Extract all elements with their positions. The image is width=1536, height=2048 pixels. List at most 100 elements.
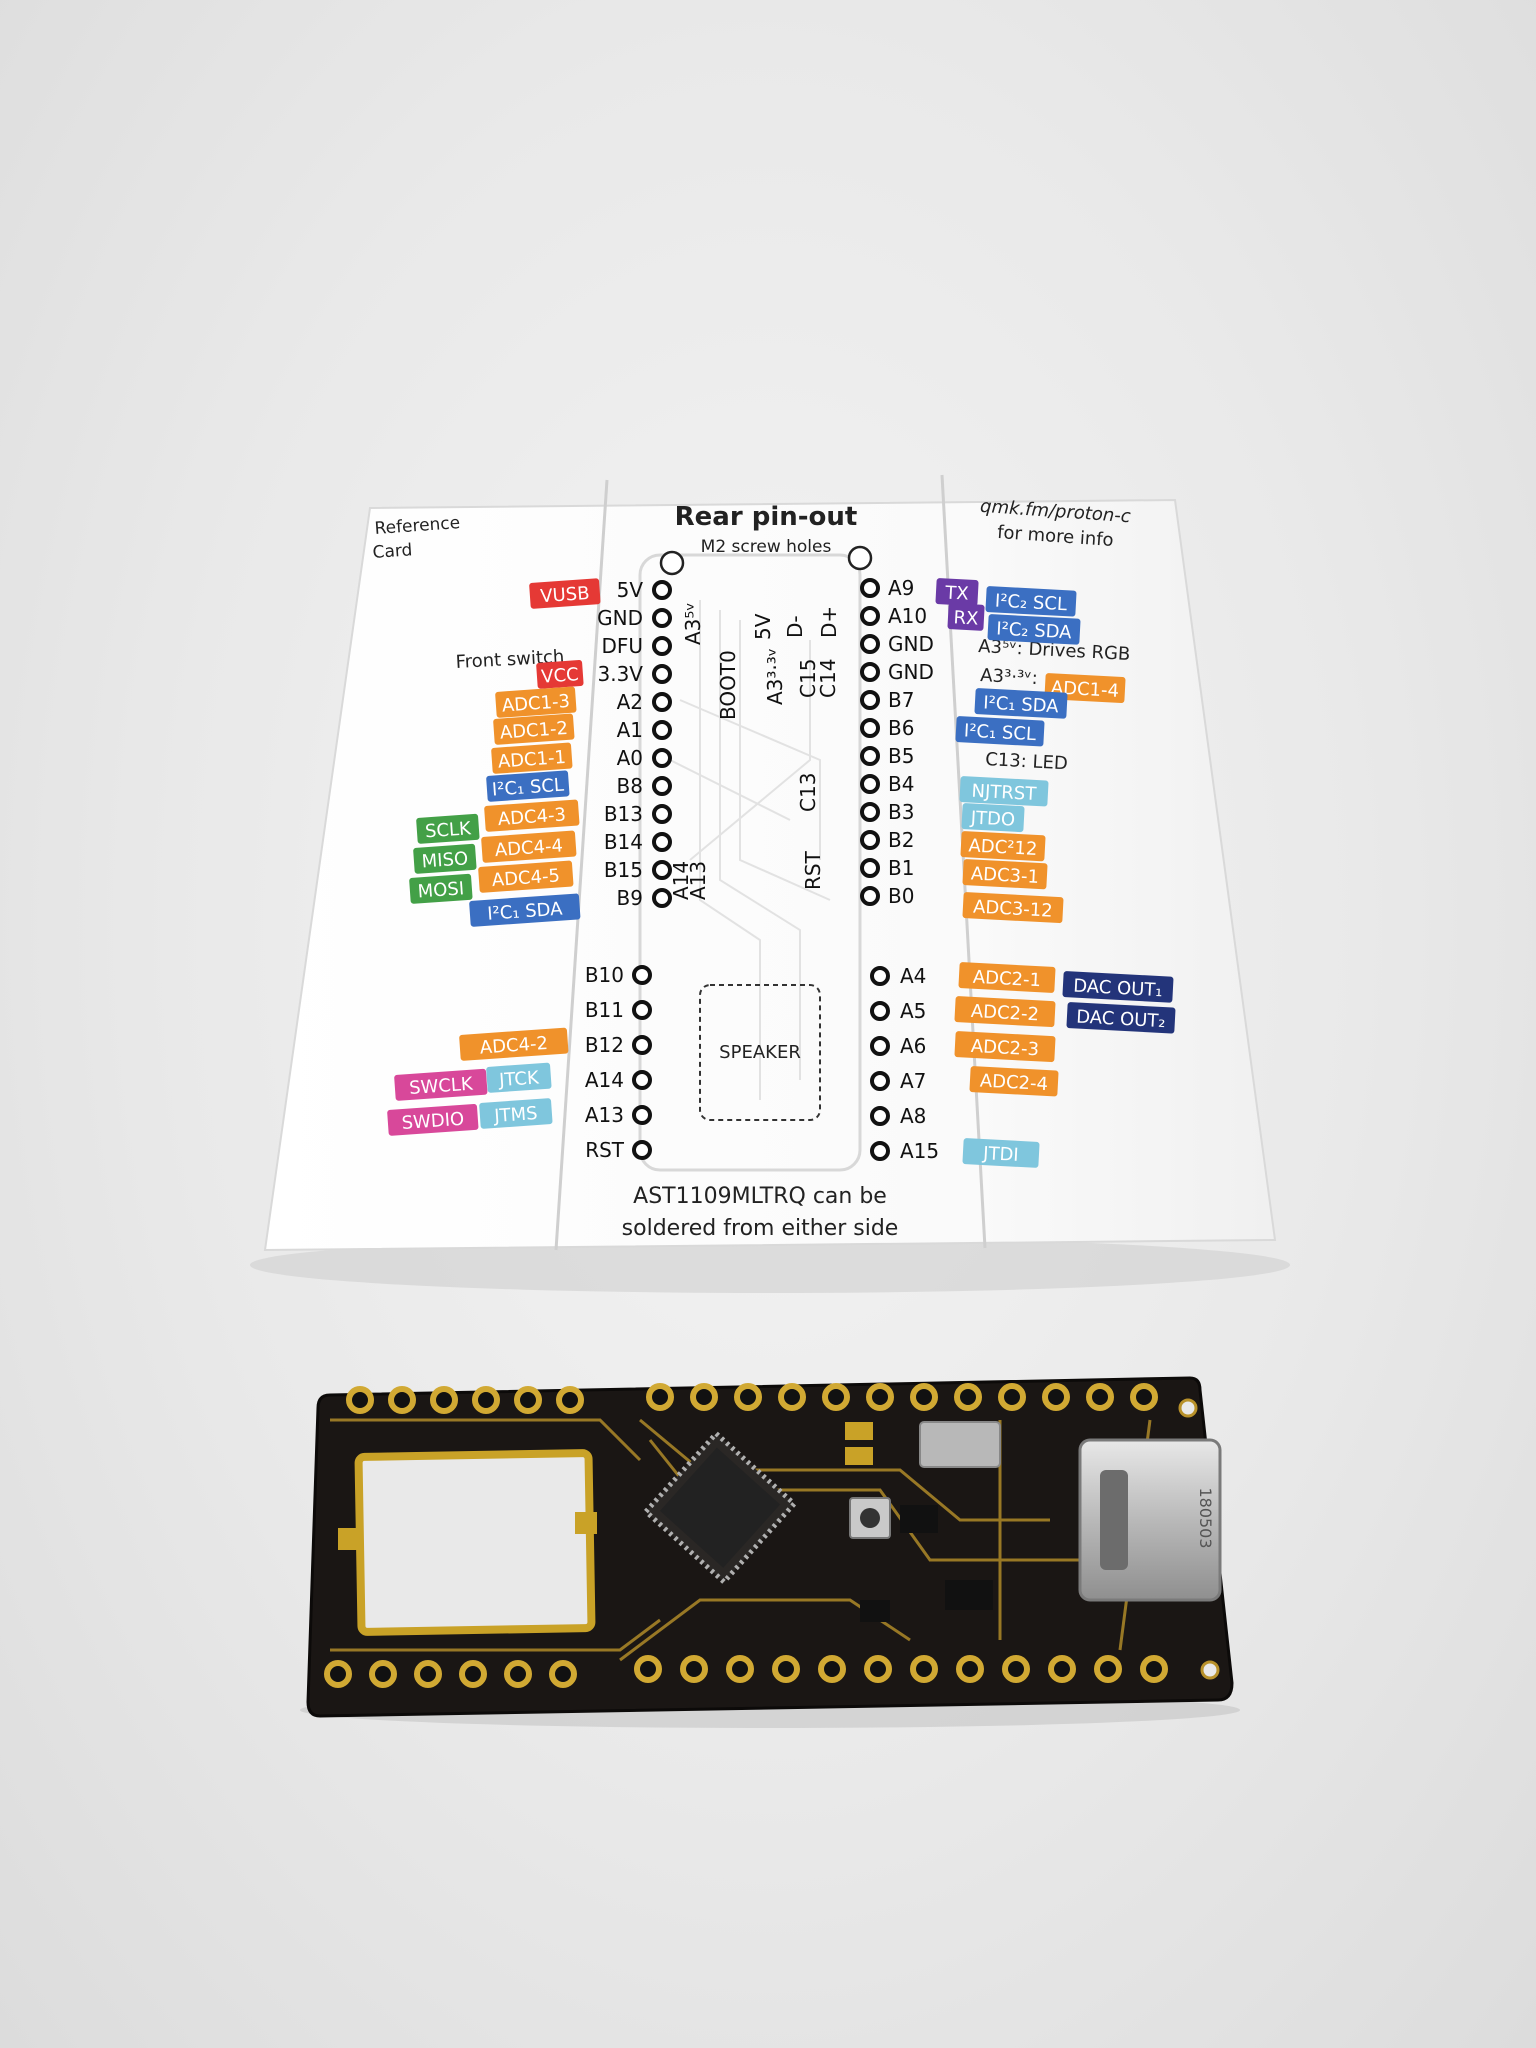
screw-hole-left (659, 550, 685, 576)
tag-label: I²C₁ SCL (963, 720, 1036, 745)
inner-pin-label: A13 (686, 861, 710, 900)
pin-hole (652, 832, 672, 852)
pin-label: B11 (585, 998, 624, 1022)
pin-hole (860, 662, 880, 682)
tag-label: ADC4-2 (479, 1033, 548, 1059)
inner-pin-label: C15 (796, 659, 820, 698)
pin-function-tag: ADC4-2 (459, 1027, 569, 1061)
pin-label: A4 (900, 964, 926, 988)
pin-label: DFU (601, 634, 643, 658)
pin-label: B0 (888, 884, 914, 908)
pin-label: B2 (888, 828, 914, 852)
pin-function-tag: I²C₁ SCL (955, 716, 1045, 747)
pin-label: GND (888, 660, 934, 684)
pin-hole (632, 1070, 652, 1090)
pin-label: A10 (888, 604, 927, 628)
note-c13: C13: LED (985, 749, 1069, 774)
pcb-pad (414, 1660, 442, 1688)
pin-function-tag: SWCLK (394, 1068, 488, 1101)
proton-c-board: 180503 (300, 1376, 1240, 1728)
pcb-pad (459, 1660, 487, 1688)
pin-label: B3 (888, 800, 914, 824)
crystal-oscillator (919, 1421, 1001, 1468)
board-outline (638, 553, 862, 1172)
pcb-pad (324, 1660, 352, 1688)
pin-label: B15 (604, 858, 643, 882)
pcb-pad (346, 1386, 374, 1414)
pin-hole (870, 1071, 890, 1091)
tag-label: I²C₂ SCL (994, 590, 1067, 615)
pin-hole (870, 1036, 890, 1056)
inner-pin-label: A14 (669, 861, 693, 900)
pin-function-tag: ADC2-1 (958, 962, 1056, 993)
pin-label: GND (888, 632, 934, 656)
pcb-pad (504, 1660, 532, 1688)
pin-function-tag: ADC3-12 (962, 892, 1064, 924)
pin-function-tag: ADC1-1 (491, 742, 573, 774)
pin-label: B9 (617, 886, 643, 910)
card-title: Rear pin-out (675, 502, 858, 532)
reset-button-cap (860, 1508, 880, 1528)
card-subtitle: M2 screw holes (701, 537, 832, 557)
pin-function-tag: ADC4-4 (481, 830, 577, 863)
pcb-pad (910, 1655, 938, 1683)
pin-hole (870, 966, 890, 986)
tag-label: JTCK (497, 1067, 540, 1091)
regulator-ic (900, 1505, 938, 1533)
pcb-pad (472, 1386, 500, 1414)
tag-label: ADC2-1 (972, 967, 1041, 992)
pin-function-tag: TX (935, 578, 979, 607)
tag-label: SWDIO (401, 1109, 465, 1134)
pin-hole (632, 1105, 652, 1125)
pin-function-tag: SCLK (416, 813, 480, 844)
pcb-pad (818, 1655, 846, 1683)
tag-label: SWCLK (408, 1074, 474, 1099)
pin-function-tag: DAC OUT₁ (1062, 971, 1174, 1003)
tag-label: ADC1-2 (499, 718, 568, 744)
pcb-pad (866, 1383, 894, 1411)
tag-label: NJTRST (971, 781, 1038, 805)
tag-label: TX (944, 582, 969, 604)
pcb-pad (388, 1386, 416, 1414)
note-a3-33v: A3³·³ᵛ: (980, 665, 1039, 689)
small-ic-3 (860, 1600, 890, 1622)
mount-hole-bottom (1200, 1660, 1220, 1680)
pcb-pad (726, 1655, 754, 1683)
pad-layer (324, 1383, 1168, 1688)
tag-label: ADC1-3 (501, 691, 570, 717)
pin-function-tag: JTCK (486, 1062, 552, 1093)
inner-pin-label: A3³·³ᵛ (763, 648, 787, 705)
pcb-pad (1042, 1383, 1070, 1411)
pin-function-tag: I²C₂ SCL (985, 586, 1077, 617)
pin-hole (870, 1141, 890, 1161)
pin-label: A2 (617, 690, 643, 714)
tag-label: DAC OUT₁ (1073, 976, 1163, 1002)
pin-label: A1 (617, 718, 643, 742)
pin-hole (632, 1140, 652, 1160)
speaker-outline (699, 984, 821, 1121)
tag-label: ADC2-2 (970, 1001, 1039, 1026)
tag-label: VCC (541, 664, 580, 688)
pin-hole (870, 1001, 890, 1021)
tag-label: JTDI (982, 1143, 1020, 1166)
pin-function-tag: I²C₁ SDA (974, 688, 1068, 719)
pin-hole (652, 692, 672, 712)
pin-label: 5V (617, 578, 644, 602)
pin-function-tag: ADC1-2 (493, 713, 575, 745)
capacitor-2 (845, 1447, 873, 1465)
pin-function-tag: MISO (413, 843, 477, 874)
pin-label: A15 (900, 1139, 939, 1163)
pcb-pad (998, 1383, 1026, 1411)
tag-label: MISO (421, 848, 469, 872)
pcb-pad (1048, 1655, 1076, 1683)
inner-pin-label: BOOT0 (716, 650, 740, 720)
tag-label: RX (953, 607, 979, 629)
speaker-pad-right (575, 1512, 597, 1534)
pin-function-tag: NJTRST (959, 776, 1049, 807)
pin-hole (652, 804, 672, 824)
pcb-pad (634, 1655, 662, 1683)
pin-function-tag: JTDI (962, 1138, 1040, 1168)
pin-hole (860, 718, 880, 738)
